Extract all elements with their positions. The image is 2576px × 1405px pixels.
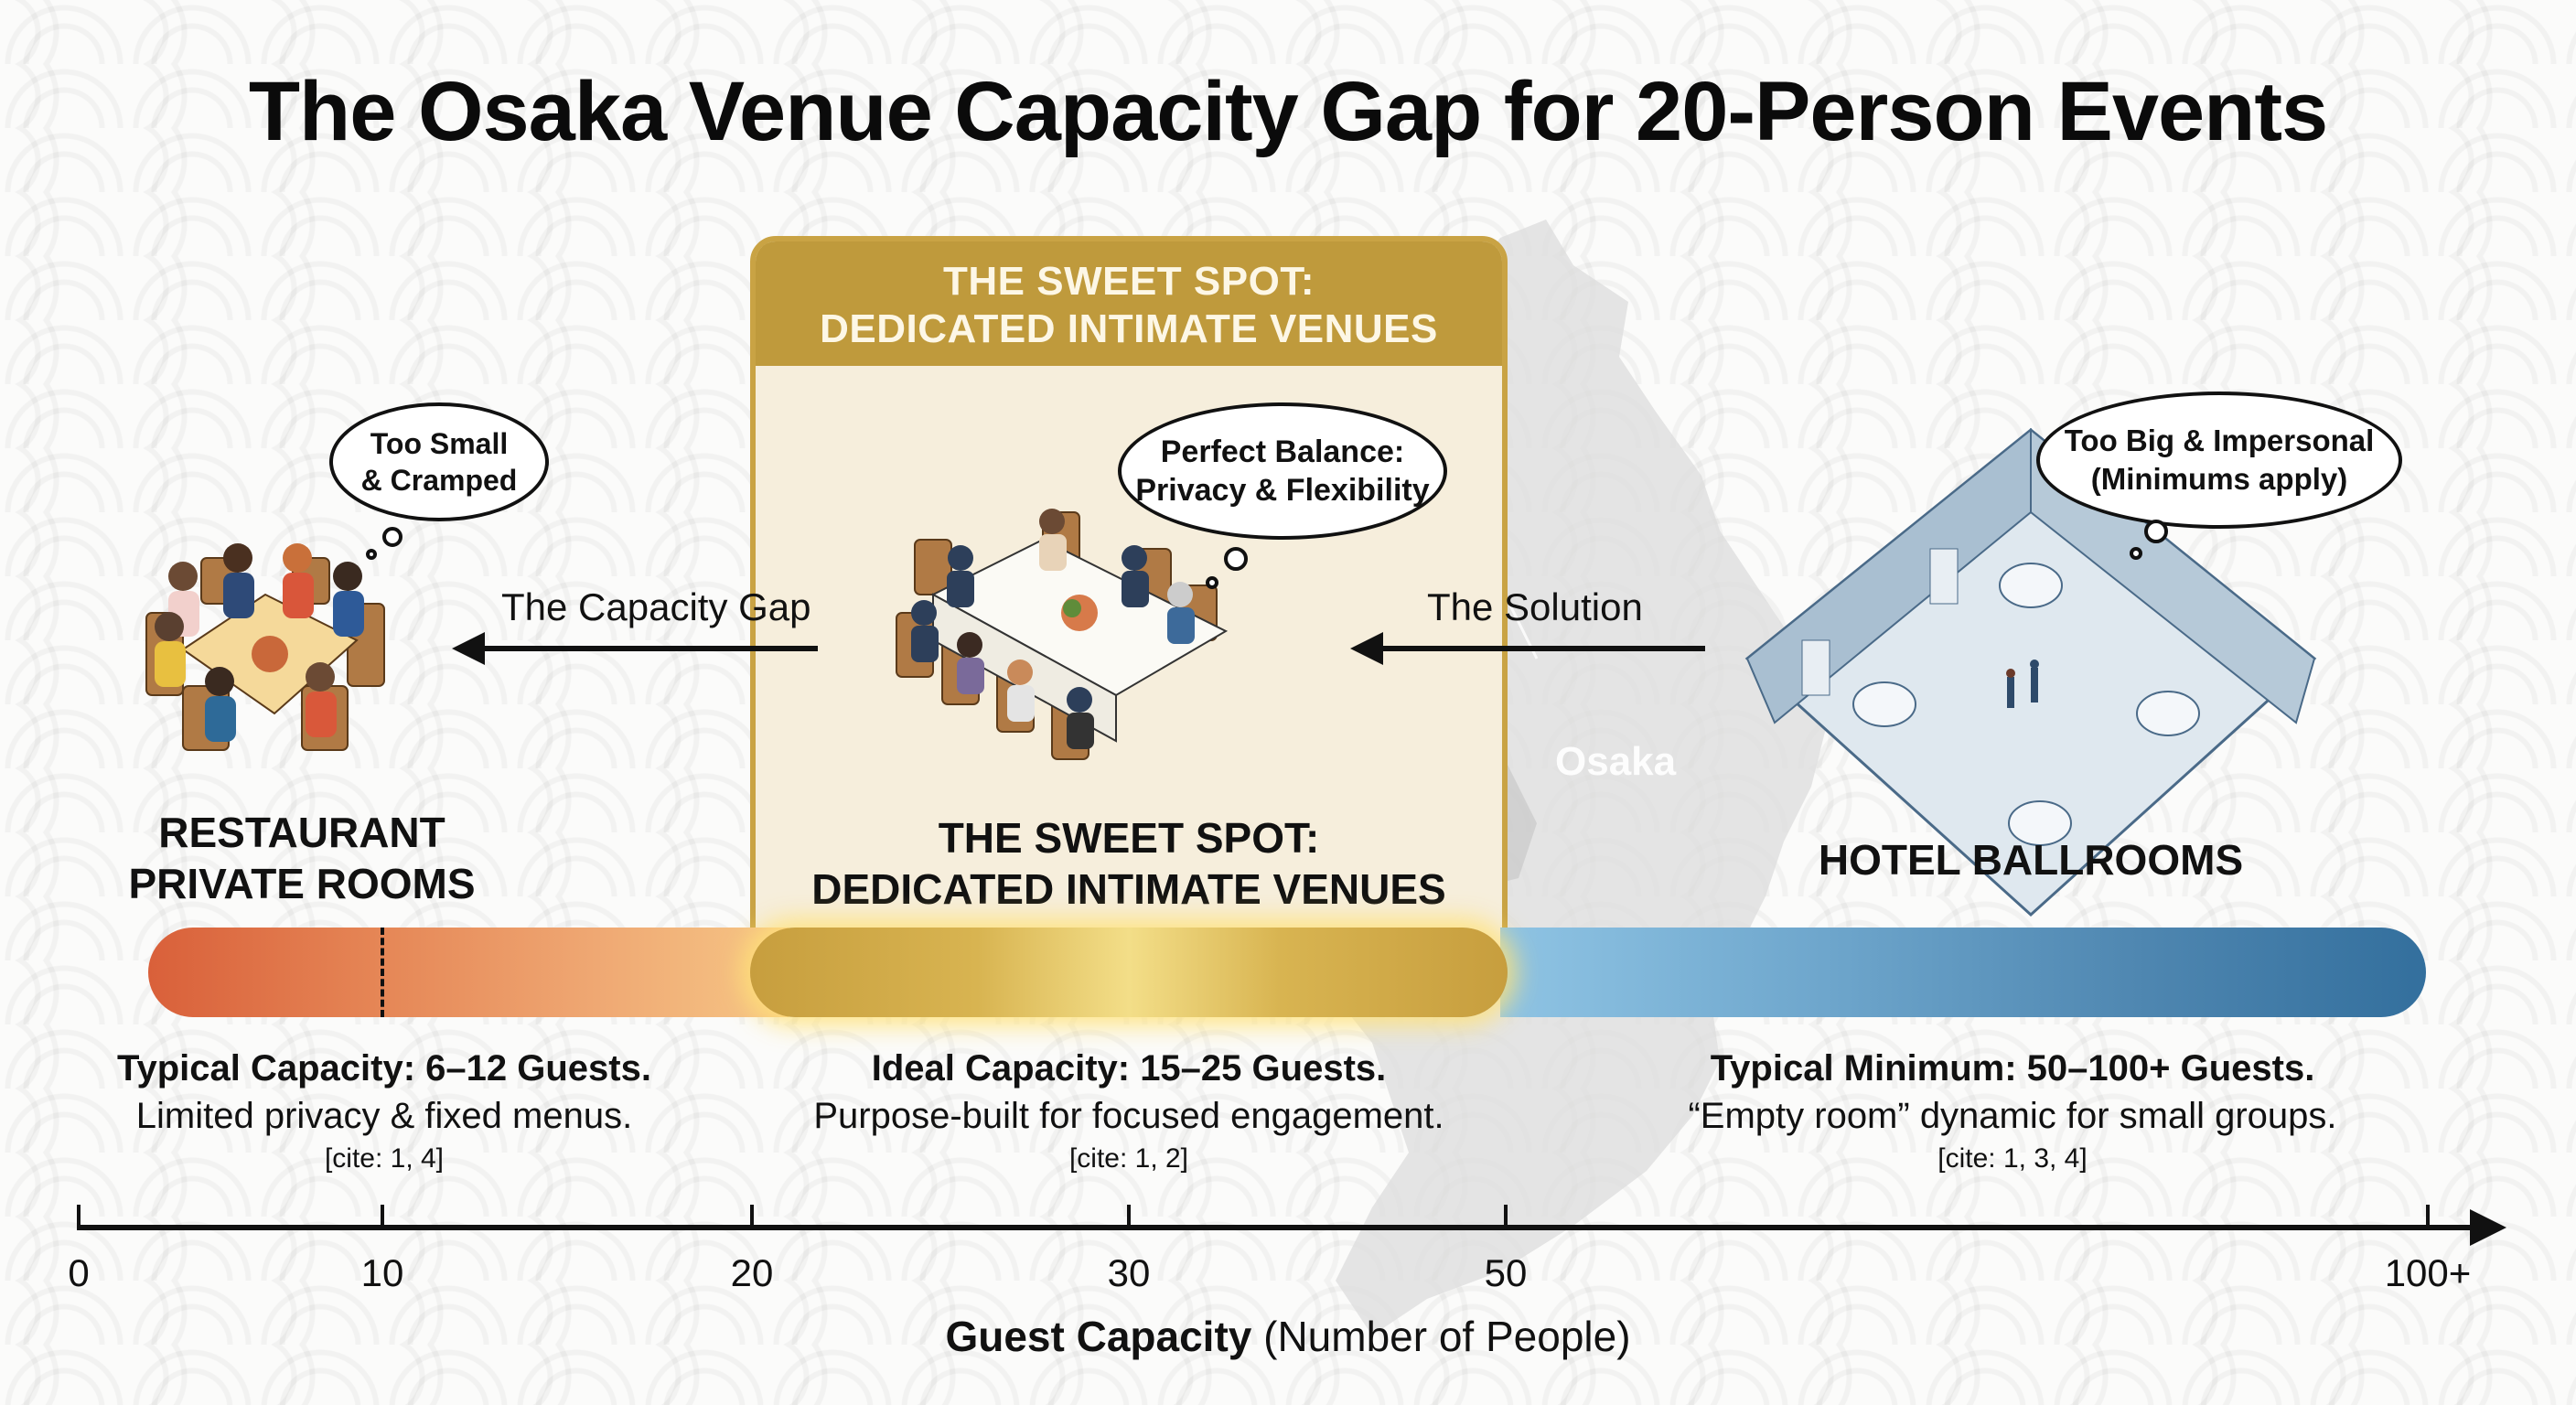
description-body: Purpose-built for focused engagement. bbox=[813, 1096, 1444, 1136]
thought-line: & Cramped bbox=[360, 464, 518, 497]
sweet-spot-header: THE SWEET SPOT: DEDICATED INTIMATE VENUE… bbox=[756, 241, 1502, 366]
sweet-spot-label-line1: THE SWEET SPOT: bbox=[938, 814, 1320, 862]
axis-title: Guest Capacity (Number of People) bbox=[0, 1312, 2576, 1361]
description-body: Limited privacy & fixed menus. bbox=[135, 1096, 633, 1136]
thought-dot bbox=[2130, 547, 2142, 560]
restaurant-capacity-bar bbox=[148, 928, 789, 1017]
axis-tick bbox=[1127, 1205, 1131, 1228]
axis-tick bbox=[381, 1205, 384, 1228]
description-heading: Typical Minimum: 50–100+ Guests. bbox=[1710, 1048, 2315, 1089]
sweet-spot-capacity-bar bbox=[750, 928, 1508, 1017]
axis-title-rest: (Number of People) bbox=[1251, 1313, 1631, 1360]
capacity-gap-arrow-line bbox=[481, 646, 818, 651]
solution-label: The Solution bbox=[1427, 585, 1643, 628]
page-title: The Osaka Venue Capacity Gap for 20-Pers… bbox=[248, 65, 2328, 158]
thought-dot bbox=[1206, 576, 1218, 589]
axis-tick-label: 30 bbox=[1107, 1251, 1151, 1294]
thought-dot bbox=[366, 549, 377, 560]
hotel-capacity-bar bbox=[1500, 928, 2426, 1017]
map-label-osaka: Osaka bbox=[1555, 739, 1677, 784]
thought-line: Perfect Balance: bbox=[1160, 434, 1405, 469]
axis-tick-label: 10 bbox=[360, 1251, 404, 1294]
restaurant-table-illustration bbox=[145, 543, 385, 751]
thought-dot bbox=[2144, 520, 2168, 543]
axis-tick-label: 50 bbox=[1484, 1251, 1528, 1294]
restaurant-label: RESTAURANT PRIVATE ROOMS bbox=[91, 807, 512, 909]
sweet-spot-description: Ideal Capacity: 15–25 Guests. Purpose-bu… bbox=[750, 1045, 1508, 1178]
thought-dot bbox=[1224, 547, 1248, 571]
hotel-label: HOTEL BALLROOMS bbox=[1818, 836, 2244, 884]
thought-line: Too Small bbox=[370, 427, 509, 460]
sweet-spot-header-line2: DEDICATED INTIMATE VENUES bbox=[820, 306, 1438, 351]
thought-line: Privacy & Flexibility bbox=[1135, 473, 1430, 508]
axis-tick bbox=[2426, 1205, 2430, 1228]
citation: [cite: 1, 2] bbox=[1068, 1143, 1189, 1174]
thought-line: (Minimums apply) bbox=[2090, 462, 2348, 496]
axis-title-bold: Guest Capacity bbox=[945, 1313, 1252, 1360]
citation: [cite: 1, 3, 4] bbox=[1937, 1143, 2088, 1174]
axis-tick-label: 0 bbox=[68, 1251, 90, 1294]
restaurant-label-line1: RESTAURANT bbox=[158, 809, 445, 856]
thought-bubble-sweet-spot: Perfect Balance: Privacy & Flexibility bbox=[1118, 402, 1447, 540]
axis-tick-label: 20 bbox=[730, 1251, 774, 1294]
thought-bubble-restaurant: Too Small & Cramped bbox=[329, 402, 549, 521]
sweet-spot-label-line2: DEDICATED INTIMATE VENUES bbox=[811, 865, 1446, 913]
axis-arrow-icon bbox=[2470, 1209, 2506, 1246]
arrow-left-icon bbox=[452, 632, 485, 665]
thought-line: Too Big & Impersonal bbox=[2064, 424, 2375, 457]
axis-tick bbox=[750, 1205, 754, 1228]
ten-guest-dashed-marker bbox=[381, 928, 384, 1017]
restaurant-label-line2: PRIVATE ROOMS bbox=[128, 860, 476, 907]
sweet-spot-label: THE SWEET SPOT: DEDICATED INTIMATE VENUE… bbox=[750, 812, 1508, 915]
arrow-left-icon bbox=[1350, 632, 1383, 665]
hotel-description: Typical Minimum: 50–100+ Guests. “Empty … bbox=[1610, 1045, 2415, 1178]
axis-tick bbox=[77, 1205, 80, 1228]
axis-tick bbox=[1504, 1205, 1508, 1228]
description-heading: Typical Capacity: 6–12 Guests. bbox=[117, 1048, 651, 1089]
thought-bubble-hotel: Too Big & Impersonal (Minimums apply) bbox=[2036, 391, 2402, 529]
intimate-dining-table-illustration bbox=[896, 509, 1229, 760]
capacity-axis-line bbox=[77, 1225, 2492, 1230]
citation: [cite: 1, 4] bbox=[324, 1143, 445, 1174]
restaurant-description: Typical Capacity: 6–12 Guests. Limited p… bbox=[91, 1045, 677, 1178]
thought-dot bbox=[382, 527, 402, 547]
axis-tick-label: 100+ bbox=[2384, 1251, 2472, 1294]
description-heading: Ideal Capacity: 15–25 Guests. bbox=[871, 1048, 1387, 1089]
solution-arrow-line bbox=[1379, 646, 1705, 651]
description-body: “Empty room” dynamic for small groups. bbox=[1688, 1096, 2337, 1136]
sweet-spot-header-line1: THE SWEET SPOT: bbox=[943, 259, 1315, 304]
capacity-gap-label: The Capacity Gap bbox=[501, 585, 811, 628]
